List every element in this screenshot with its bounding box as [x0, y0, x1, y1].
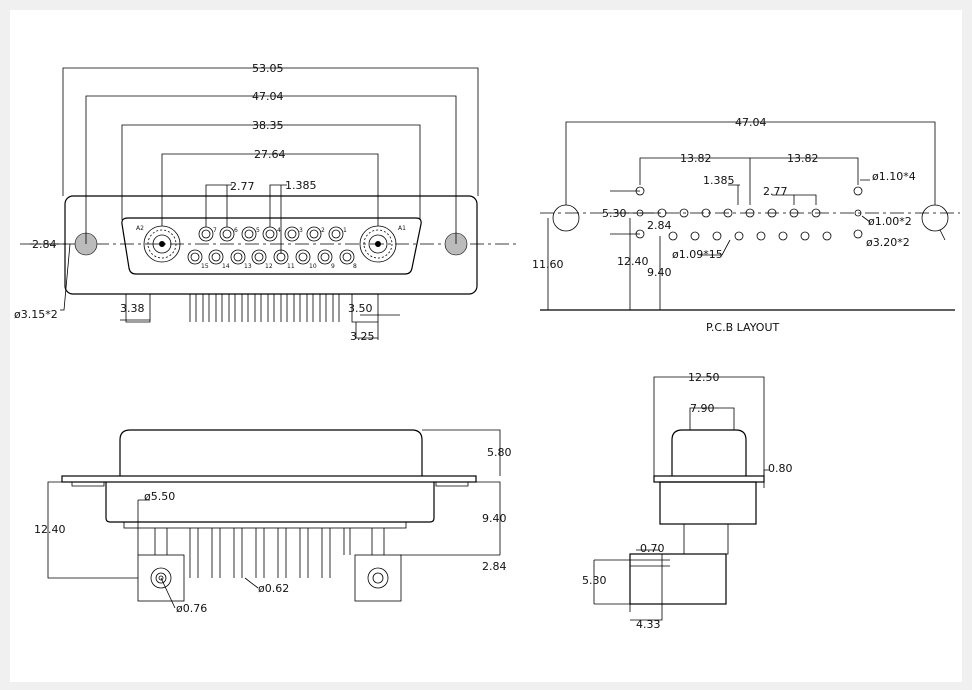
end-dimension-lines: [593, 376, 770, 621]
pin-label-13: 13: [244, 263, 252, 270]
side-flange: [61, 475, 477, 483]
front-pin-tails: [125, 294, 379, 340]
end-flange: [653, 475, 765, 483]
pin-label-5: 5: [256, 227, 260, 234]
dim-3-25: 3.25: [350, 330, 375, 343]
pin-label-12: 12: [265, 263, 273, 270]
pcb-layout-title: P.C.B LAYOUT: [706, 321, 780, 334]
pcb-dim-12-40: 12.40: [617, 255, 649, 268]
end-dim-0-80: 0.80: [768, 462, 793, 475]
pin-label-1: 1: [343, 227, 347, 234]
dim-38-35: 38.35: [252, 119, 284, 132]
pcb-mount-hole-left: [552, 204, 580, 232]
side-coax-left: [137, 528, 185, 602]
pcb-dim-13-82-right: 13.82: [787, 152, 819, 165]
pcb-dim-2-77: 2.77: [763, 185, 788, 198]
pin-label-15: 15: [201, 263, 209, 270]
pcb-dim-1-385: 1.385: [703, 174, 735, 187]
label-a1: A1: [398, 225, 406, 232]
front-shell: [121, 217, 422, 275]
side-base: [123, 521, 407, 529]
front-dimension-lines: [30, 67, 479, 339]
pcb-hole-1-09: ø1.09*15: [672, 248, 723, 261]
label-a2: A2: [136, 225, 144, 232]
dim-2-84: 2.84: [32, 238, 57, 251]
pin-label-4: 4: [277, 227, 281, 234]
pcb-hole-3-20: ø3.20*2: [866, 236, 910, 249]
pin-label-10: 10: [309, 263, 317, 270]
pcb-holes: [635, 186, 863, 241]
pin-label-2: 2: [321, 227, 325, 234]
pcb-dim-47-04: 47.04: [735, 116, 767, 129]
pcb-mount-hole-right: [921, 204, 949, 232]
pcb-dimension-lines: [547, 121, 946, 310]
side-pin-tails: [189, 528, 351, 578]
front-flange: [64, 195, 478, 295]
pcb-dim-13-82-left: 13.82: [680, 152, 712, 165]
dim-47-04: 47.04: [252, 90, 284, 103]
end-base: [629, 553, 727, 605]
side-dim-5-50: ø5.50: [144, 490, 175, 503]
end-dim-5-30: 5.30: [582, 574, 607, 587]
side-dim-12-40: 12.40: [34, 523, 66, 536]
pin-label-9: 9: [331, 263, 335, 270]
side-dim-5-80: 5.80: [487, 446, 512, 459]
end-dim-4-33: 4.33: [636, 618, 661, 631]
end-body: [659, 481, 757, 525]
drawing-sheet: A2 A1 7 6 5 4 3 2 1 15 14 13 12 11 10 9 …: [10, 10, 962, 682]
dim-27-64: 27.64: [254, 148, 286, 161]
dim-3-38: 3.38: [120, 302, 145, 315]
side-dim-9-40: 9.40: [482, 512, 507, 525]
pcb-dim-11-60: 11.60: [532, 258, 564, 271]
pcb-layout: 47.04 13.82 13.82 1.385 2.77 5.30 2.84 1…: [532, 116, 960, 334]
pin-label-6: 6: [234, 227, 238, 234]
end-view: 12.50 7.90 0.80 0.70 5.30 4.33: [582, 371, 793, 631]
end-dim-0-70: 0.70: [640, 542, 665, 555]
dim-mount-hole: ø3.15*2: [14, 308, 58, 321]
side-dimension-lines: [47, 429, 501, 609]
side-dim-0-62: ø0.62: [258, 582, 289, 595]
pin-label-3: 3: [299, 227, 303, 234]
side-view: 5.80 9.40 2.84 12.40 ø5.50 ø0.76 ø0.62: [34, 429, 512, 615]
pin-label-7: 7: [213, 227, 217, 234]
end-dim-12-50: 12.50: [688, 371, 720, 384]
end-shell: [671, 429, 747, 476]
side-shell: [119, 429, 423, 476]
front-pins-bottom: [187, 249, 355, 265]
technical-drawing: A2 A1 7 6 5 4 3 2 1 15 14 13 12 11 10 9 …: [14, 62, 960, 631]
pcb-dim-5-30: 5.30: [602, 207, 627, 220]
side-dim-2-84: 2.84: [482, 560, 507, 573]
pcb-dim-9-40: 9.40: [647, 266, 672, 279]
pcb-hole-1-10: ø1.10*4: [872, 170, 916, 183]
pin-label-11: 11: [287, 263, 295, 270]
dim-53-05: 53.05: [252, 62, 284, 75]
dim-1-385: 1.385: [285, 179, 317, 192]
dim-3-50: 3.50: [348, 302, 373, 315]
side-coax-right: [354, 528, 402, 602]
pcb-dim-2-84: 2.84: [647, 219, 672, 232]
side-dim-0-76: ø0.76: [176, 602, 207, 615]
end-dim-7-90: 7.90: [690, 402, 715, 415]
end-neck: [683, 523, 729, 555]
pin-label-8: 8: [353, 263, 357, 270]
front-view: A2 A1 7 6 5 4 3 2 1 15 14 13 12 11 10 9 …: [14, 62, 520, 343]
pin-label-14: 14: [222, 263, 230, 270]
dim-2-77: 2.77: [230, 180, 255, 193]
pcb-hole-1-00: ø1.00*2: [868, 215, 912, 228]
